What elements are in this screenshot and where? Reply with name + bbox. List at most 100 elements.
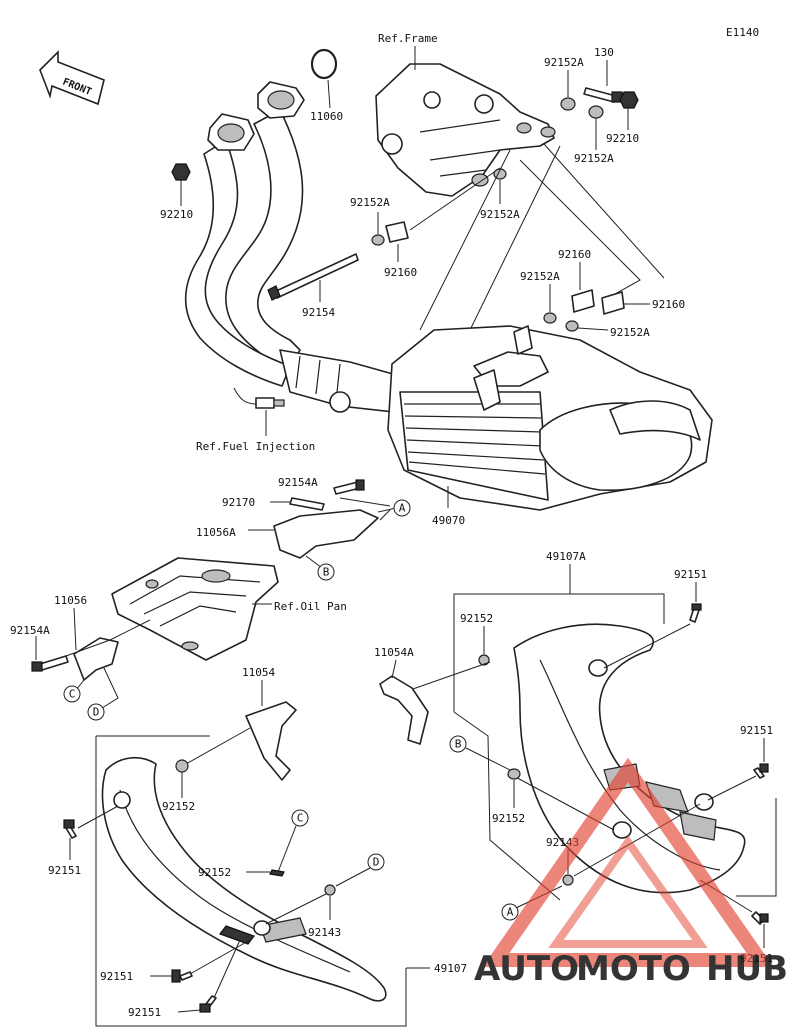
label-92151-bottom-left-2: 92151	[128, 1006, 161, 1019]
callout-c-2: C	[277, 809, 309, 873]
grommet-92152-guard	[478, 654, 490, 666]
ref-frame-label: Ref.Frame	[378, 32, 438, 45]
label-11056: 11056	[54, 594, 87, 607]
callout-b-2: B	[449, 735, 467, 753]
bolt-92154A-top	[333, 479, 365, 495]
bracket-11054A	[379, 675, 429, 745]
label-92152A-muffler-left: 92152A	[520, 270, 560, 283]
watermark-triangle-icon	[482, 757, 774, 967]
bracket-11056	[73, 637, 119, 681]
svg-text:D: D	[93, 706, 100, 719]
bracket-11054	[245, 701, 297, 781]
ref-fuel-injection-label: Ref.Fuel Injection	[196, 440, 315, 453]
label-92152-left: 92152	[162, 800, 195, 813]
grommet-92152-left	[175, 759, 189, 773]
bolt-92151-left	[63, 819, 77, 839]
label-92151-top-right: 92151	[674, 568, 707, 581]
gasket-11060	[310, 48, 338, 80]
automotohub-watermark: AUTO MOTO HUB	[474, 757, 788, 989]
bolt-92151-middle-right	[753, 763, 769, 779]
nut-92210-left	[171, 163, 191, 181]
label-92154A-top: 92154A	[278, 476, 318, 489]
label-92152-c: 92152	[198, 866, 231, 879]
watermark-hub: HUB	[706, 949, 788, 989]
washer-92152A-frame-left	[371, 234, 385, 246]
label-92152A-right: 92152A	[574, 152, 614, 165]
callout-a-1: A	[377, 499, 411, 517]
grommet-92160-mid	[571, 289, 595, 313]
bolt-92154A-left	[31, 655, 69, 672]
label-92151-bottom-left-1: 92151	[100, 970, 133, 983]
label-49107A: 49107A	[546, 550, 586, 563]
label-11054: 11054	[242, 666, 275, 679]
front-arrow-icon: FRONT	[39, 50, 105, 106]
label-92210-left: 92210	[160, 208, 193, 221]
svg-text:A: A	[399, 502, 406, 515]
heat-guard-49107	[101, 757, 387, 1002]
frame-bracket	[375, 63, 556, 197]
exhaust-header-pipe	[184, 81, 401, 413]
label-92154: 92154	[302, 306, 335, 319]
label-92152-b: 92152	[492, 812, 525, 825]
label-49107: 49107	[434, 962, 467, 975]
heat-guard-49107A	[513, 623, 746, 894]
washer-92152A-right	[588, 105, 604, 119]
washer-92152A-muffler-right	[565, 320, 579, 332]
bracket-11056A	[273, 509, 379, 559]
label-92152A-frame-right: 92152A	[480, 208, 520, 221]
grommet-92160-right	[601, 291, 625, 315]
label-11054A: 11054A	[374, 646, 414, 659]
frame-49107	[95, 736, 407, 1027]
oil-pan	[111, 557, 279, 661]
bolt-92151-bottom-right	[751, 911, 769, 925]
svg-text:C: C	[69, 688, 76, 701]
label-92143-left: 92143	[308, 926, 341, 939]
svg-text:B: B	[455, 738, 462, 751]
svg-text:C: C	[297, 812, 304, 825]
bolt-92151-top-right	[689, 603, 702, 623]
label-92154A-left: 92154A	[10, 624, 50, 637]
ref-oil-pan-label: Ref.Oil Pan	[274, 600, 347, 613]
label-92151-left: 92151	[48, 864, 81, 877]
bolt-92154	[267, 253, 359, 301]
collar-92143-right	[562, 874, 574, 886]
label-92160-top: 92160	[384, 266, 417, 279]
bracket-92170	[289, 497, 325, 511]
svg-text:A: A	[507, 906, 514, 919]
label-92160-mid: 92160	[558, 248, 591, 261]
label-92151-middle-right: 92151	[740, 724, 773, 737]
label-92170: 92170	[222, 496, 255, 509]
callout-c-1: C	[63, 679, 85, 703]
diagram-code: E1140	[726, 26, 759, 39]
watermark-moto: MOTO	[576, 949, 691, 989]
label-92160-right: 92160	[652, 298, 685, 311]
grommet-92152-b	[507, 768, 521, 780]
muffler-49070	[387, 325, 713, 511]
nut-92210-right	[619, 91, 639, 109]
washer-92152A-top	[560, 97, 576, 111]
bolt-130	[583, 87, 623, 103]
washer-92152-c	[269, 869, 285, 877]
label-92152A-frame-left: 92152A	[350, 196, 390, 209]
bolt-92151-bottom-left-2	[199, 995, 217, 1013]
washer-92152A-muffler-left	[543, 312, 557, 324]
callout-d-1: D	[87, 667, 119, 721]
label-92152-guard: 92152	[460, 612, 493, 625]
callout-b-1: B	[305, 555, 335, 581]
bolt-92151-bottom-left-1	[171, 969, 193, 983]
collar-92143-left	[324, 884, 336, 896]
label-11060: 11060	[310, 110, 343, 123]
label-49070: 49070	[432, 514, 465, 527]
svg-text:B: B	[323, 566, 330, 579]
label-92210-right: 92210	[606, 132, 639, 145]
o2-sensor	[233, 387, 285, 409]
watermark-auto: AUTO	[474, 949, 579, 989]
grommet-92160-top	[385, 221, 409, 243]
label-92152A-top: 92152A	[544, 56, 584, 69]
label-11056A: 11056A	[196, 526, 236, 539]
svg-text:D: D	[373, 856, 380, 869]
label-130: 130	[594, 46, 614, 59]
callout-d-2: D	[335, 853, 385, 887]
label-92152A-muffler-right: 92152A	[610, 326, 650, 339]
